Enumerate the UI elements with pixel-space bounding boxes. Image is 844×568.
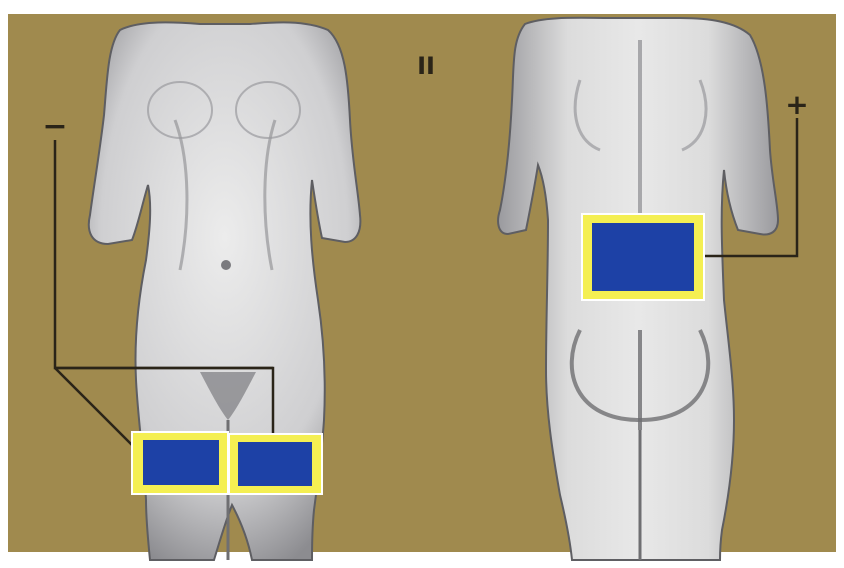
negative-polarity-label: −: [42, 109, 67, 144]
electrode-right-thigh: [229, 434, 322, 494]
positive-polarity-label: +: [785, 88, 808, 121]
electrode-pad-right-thigh: [238, 442, 312, 486]
electrode-pad-lumbar: [592, 223, 694, 291]
plate-number-label: II: [417, 52, 435, 80]
front-navel: [221, 260, 231, 270]
electrode-pad-left-thigh: [143, 440, 219, 485]
electrode-lumbar: [582, 214, 704, 300]
electrode-left-thigh: [132, 432, 228, 494]
